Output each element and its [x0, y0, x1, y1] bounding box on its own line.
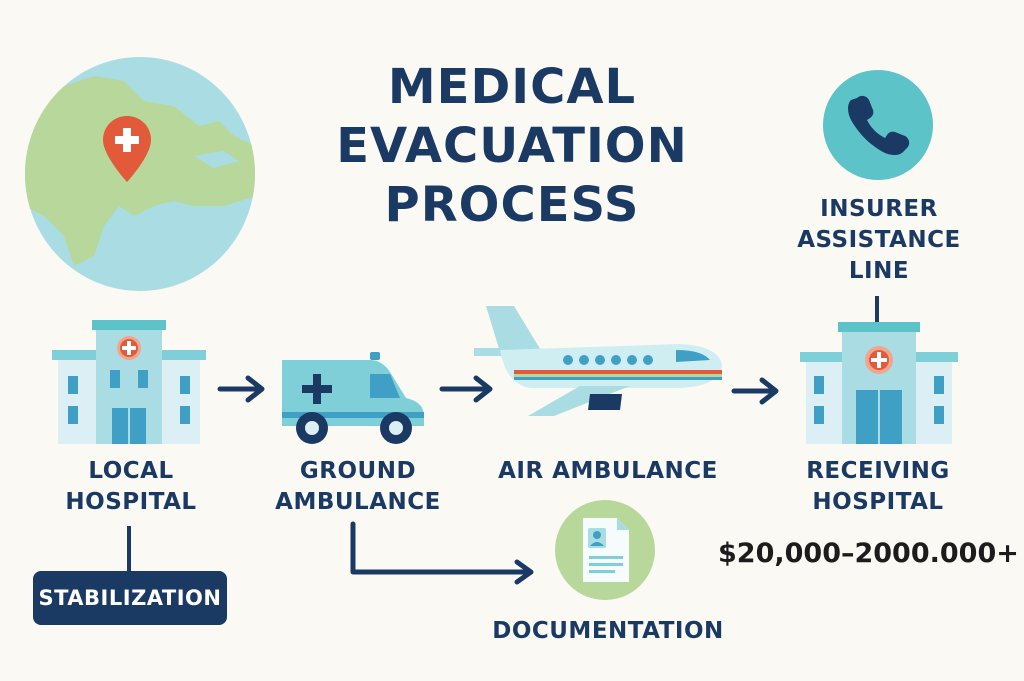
step-label-line: LOCAL [88, 458, 174, 484]
insurer-line-3: LINE [848, 258, 910, 284]
stabilization-connector-line [127, 526, 131, 572]
documentation-label: DOCUMENTATION [492, 618, 724, 644]
globe-map-icon [25, 57, 255, 291]
step-label-line: RECEIVING [806, 458, 950, 484]
step-label-line: AMBULANCE [275, 489, 441, 515]
insurer-line-1: INSURER [820, 196, 938, 222]
medical-location-pin-icon [103, 116, 151, 182]
arrow-right-icon [439, 375, 493, 403]
stabilization-label: STABILIZATION [38, 586, 222, 610]
insurer-line-2: ASSISTANCE [797, 227, 961, 253]
step-label-line: HOSPITAL [65, 489, 197, 515]
step-label-line: GROUND [299, 458, 417, 484]
step-receiving-hospital-label: RECEIVING HOSPITAL [790, 456, 966, 518]
cost-range-text: $20,000–2000.000+ [718, 538, 1019, 569]
step-label-line: HOSPITAL [812, 489, 944, 515]
step-air-ambulance-label: AIR AMBULANCE [492, 456, 724, 487]
documentation-connector-arrow [350, 521, 534, 585]
arrow-right-icon [731, 377, 779, 405]
title-line-2: EVACUATION [336, 118, 688, 174]
document-icon [555, 500, 655, 600]
title-line-3: PROCESS [384, 177, 640, 233]
title-line-1: MEDICAL [387, 59, 637, 115]
step-label-line: AIR AMBULANCE [498, 458, 718, 484]
local-hospital-icon [52, 320, 206, 444]
ambulance-icon [282, 352, 424, 444]
airplane-icon [474, 306, 722, 416]
step-local-hospital-label: LOCAL HOSPITAL [48, 456, 214, 518]
step-ground-ambulance-label: GROUND AMBULANCE [262, 456, 454, 518]
receiving-hospital-icon [800, 322, 958, 444]
page-title: MEDICAL EVACUATION PROCESS [300, 58, 724, 235]
insurer-connector-line [875, 296, 879, 324]
insurer-assistance-label: INSURER ASSISTANCE LINE [790, 194, 968, 287]
arrow-right-icon [217, 375, 265, 403]
stabilization-badge: STABILIZATION [33, 571, 227, 625]
phone-icon [823, 70, 933, 180]
